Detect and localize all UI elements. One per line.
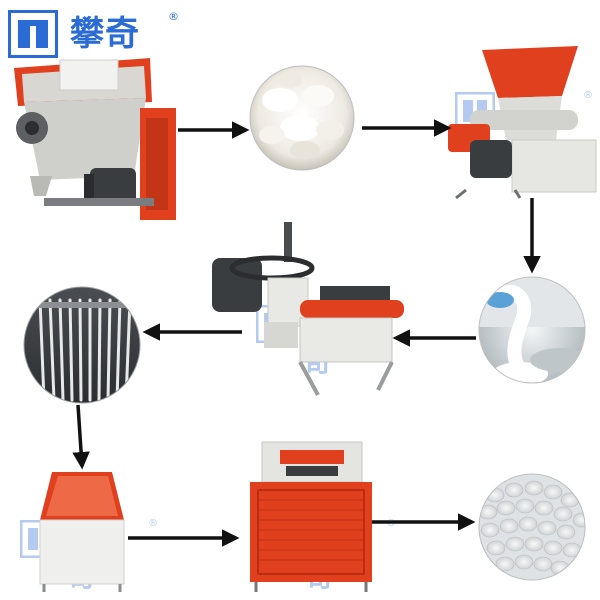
plastic-strands-photo-icon (23, 286, 141, 404)
pelletizer-extruder-icon (212, 222, 404, 396)
foam-crusher-machine-icon (14, 58, 176, 220)
brand-logo: 攀奇 ® (8, 6, 198, 66)
pellet-cutter-machine-icon (250, 441, 372, 592)
cooling-water-tank-icon (39, 472, 125, 592)
molten-plastic-photo-icon (478, 276, 586, 384)
registered-mark: ® (168, 10, 179, 23)
watermark-mark: ® (583, 90, 593, 101)
brand-name: 攀奇 (70, 14, 140, 54)
hot-melt-extruder-icon (448, 46, 597, 200)
logo-mark-icon (8, 10, 58, 58)
arrow-strands-to-tank (72, 404, 90, 470)
plastic-pellets-photo-icon (478, 473, 586, 581)
watermark-mark: ® (148, 518, 158, 529)
crushed-foam-photo-icon (249, 65, 355, 171)
